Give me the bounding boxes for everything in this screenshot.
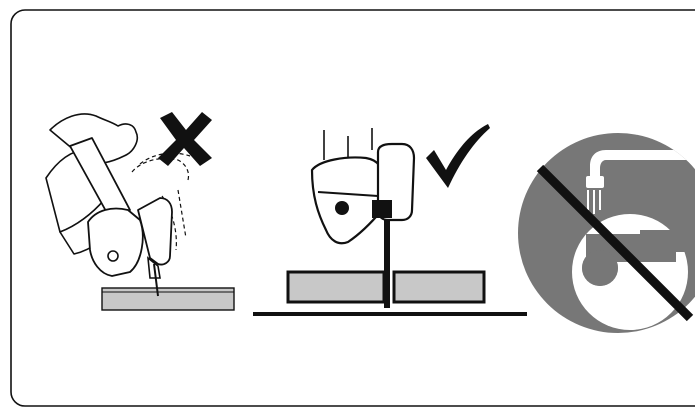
board-right <box>392 270 486 304</box>
x-mark-icon <box>158 112 212 166</box>
prohibition-slash <box>536 164 694 322</box>
panel-no-water <box>518 133 695 333</box>
panel-correct-vertical <box>253 124 527 316</box>
board-left <box>286 270 386 304</box>
saw-blade-vertical <box>384 218 390 308</box>
hand-fingers <box>323 128 373 160</box>
saw-blade <box>153 263 159 297</box>
saw-knob <box>107 250 119 262</box>
workpiece-slab <box>101 287 235 311</box>
tilted-saw <box>69 137 173 277</box>
saw-knob-vertical <box>335 201 349 215</box>
motion-ghost-lines <box>131 152 191 251</box>
faucet-pipe-icon <box>590 150 695 176</box>
check-mark-icon <box>426 124 490 188</box>
panel-wrong-angle <box>45 112 235 311</box>
